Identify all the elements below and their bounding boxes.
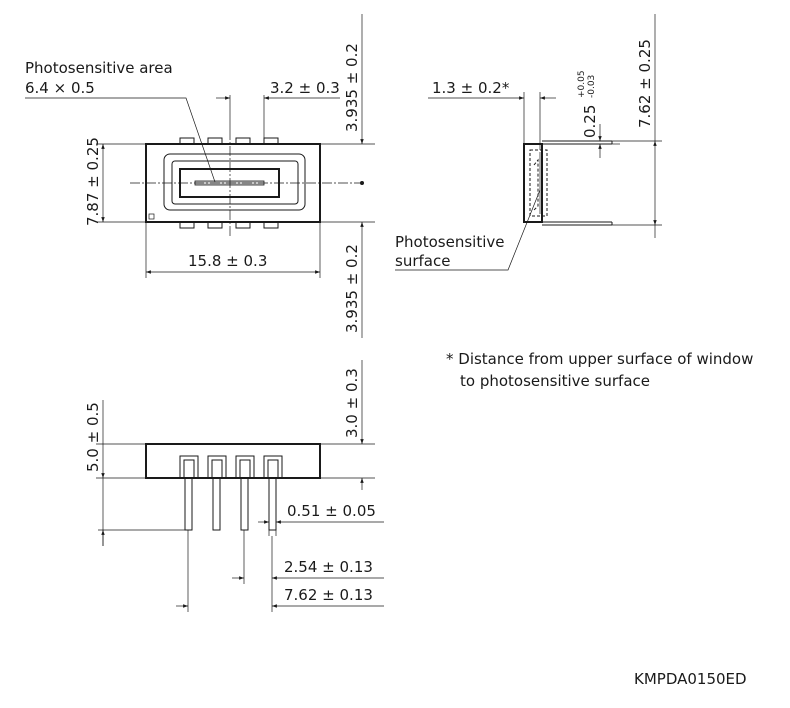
body-height-dimension: 5.0 ± 0.5 xyxy=(84,402,102,472)
lead-length-dimension: 3.0 ± 0.3 xyxy=(343,368,361,438)
window-depth-dimension: 1.3 ± 0.2* xyxy=(432,79,510,97)
package-window-inner xyxy=(171,160,299,205)
photosensitive-area-label-line1: Photosensitive area xyxy=(25,59,173,77)
surface-label-line1: Photosensitive xyxy=(395,233,504,251)
footnote-line1: * Distance from upper surface of window xyxy=(446,350,753,368)
lead-pitch-dimension: 2.54 ± 0.13 xyxy=(284,558,373,576)
lower-offset-dimension: 3.935 ± 0.2 xyxy=(343,244,361,333)
lead-width-dimension: 0.51 ± 0.05 xyxy=(287,502,376,520)
area-leader-line xyxy=(25,97,216,183)
surface-leader-line xyxy=(395,189,541,271)
footnote-line2: to photosensitive surface xyxy=(460,372,650,390)
footnote: * Distance from upper surface of window … xyxy=(446,350,753,390)
side-body-outline xyxy=(523,143,543,223)
upper-offset-dimension: 3.935 ± 0.2 xyxy=(343,43,361,132)
side-view: 1.3 ± 0.2* 0.25 +0.05 -0.03 7.62 ± 0.25 … xyxy=(395,14,662,271)
width-dimension: 15.8 ± 0.3 xyxy=(188,252,267,270)
lead-thickness-tol-plus: +0.05 xyxy=(577,70,587,98)
height-dimension: 7.87 ± 0.25 xyxy=(84,137,102,226)
pitch-offset-dimension: 3.2 ± 0.3 xyxy=(270,79,340,97)
row-span-dimension: 7.62 ± 0.13 xyxy=(284,586,373,604)
side-window-dashed xyxy=(529,149,548,217)
front-body-outline xyxy=(145,443,321,479)
lead-thickness-tol-minus: -0.03 xyxy=(587,75,597,98)
pin1-marker xyxy=(148,213,155,220)
lead-span-dimension: 7.62 ± 0.25 xyxy=(636,39,654,128)
package-window-outer xyxy=(163,153,306,211)
top-view: Photosensitive area 6.4 × 0.5 3.2 ± 0.3 … xyxy=(25,14,375,338)
surface-label-line2: surface xyxy=(395,252,450,270)
photosensitive-area-label-line2: 6.4 × 0.5 xyxy=(25,79,95,97)
front-leads xyxy=(179,455,283,531)
front-view: 5.0 ± 0.5 3.0 ± 0.3 0.51 ± 0.05 2.54 ± 0… xyxy=(84,360,384,612)
lead-thickness-base: 0.25 xyxy=(581,105,599,138)
drawing-code: KMPDA0150ED xyxy=(634,670,747,688)
